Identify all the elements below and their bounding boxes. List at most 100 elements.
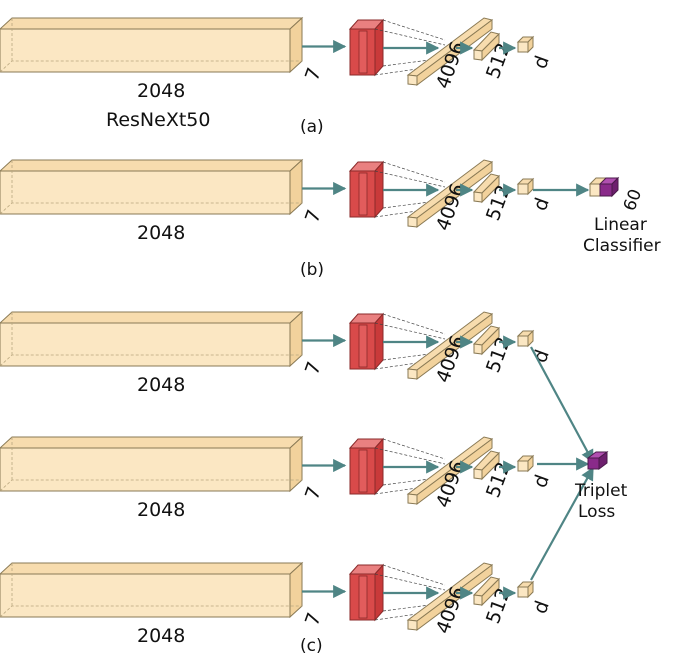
feature-block-c2 [0,435,304,493]
feature-block-c2-front-face [0,447,291,492]
feature-block-c3-top-face [0,562,304,575]
proj-dash-2-a [374,64,446,76]
feature-block-b-top-face [0,159,304,172]
embedding-cube-c1 [516,329,535,348]
pool-block-a-side-face [374,18,384,77]
fc2-front-b [473,191,483,203]
feature-block-hidden-edge2-c2 [0,479,302,492]
feature-block-c2-top-face [0,436,304,449]
fc2-block-c3 [472,576,500,607]
proj-dash-2-c2 [374,483,446,495]
label-7-c3: 7 [301,610,326,629]
proj-dash-4-b [374,170,446,188]
label-7-a: 7 [301,65,326,84]
feature-block-c1-front-face [0,322,291,367]
panel-label-a: (a) [300,117,324,137]
pool-block-inner-a [358,30,368,74]
proj-dash-4-c3 [374,573,446,591]
linear-label: Linear [594,215,647,235]
pool-block-inner-c3 [358,575,368,619]
label-2048-a: 2048 [137,80,185,102]
fc1-front-c2 [407,493,418,505]
proj-dash-2-c1 [374,358,446,370]
label-d-c2: d [529,472,554,491]
panel-label-b: (b) [300,260,324,280]
pool-block-inner-c1 [358,324,368,368]
feature-block-hidden-edge2-b [0,202,302,215]
emb-front-a [517,41,529,53]
label-7-b: 7 [301,207,326,226]
label-2048-c2: 2048 [137,499,185,521]
label-d-a: d [529,53,554,72]
pool-block-b-side-face [374,160,384,219]
fc1-block-c2 [406,436,494,505]
embedding-cube-a [516,35,535,54]
label-2048-c3: 2048 [137,625,185,647]
feature-block-c1-top-face [0,311,304,324]
emb-front-b [517,183,529,195]
proj-dash-1-a [382,19,446,41]
proj-dash-4-c2 [374,447,446,465]
fc2-block-b [472,173,500,204]
fc2-front-c3 [473,594,483,606]
triplet-loss-label-line2: Loss [578,502,615,522]
label-2048-b: 2048 [137,222,185,244]
proj-dash-2-b [374,206,446,218]
embedding-cube-c2 [516,454,535,473]
fc2-front-c2 [473,468,483,480]
label-2048-c1: 2048 [137,374,185,396]
feature-block-c3-front-face [0,573,291,618]
arrow-emb1-to-triplet [530,346,594,464]
feature-block-hidden-edge2-c1 [0,354,302,367]
feature-block-hidden-edge2-c3 [0,605,302,618]
arrow-emb3-to-triplet [530,466,594,581]
pool-block-c2-side-face [374,437,384,496]
fc1-front-a [407,74,418,86]
feature-block-b [0,158,304,216]
classifier-cube2-front [599,183,613,197]
emb-front-c1 [517,335,529,347]
proj-dash-1-b [382,161,446,183]
fc1-block-b [406,159,494,228]
triplet-connectors [530,346,594,581]
fc1-front-b [407,216,418,228]
fc2-block-c2 [472,450,500,481]
fc1-block-c3 [406,562,494,631]
embedding-cube-b [516,177,535,196]
embedding-cube-c3 [516,580,535,599]
proj-dash-1-c1 [382,313,446,335]
pool-block-inner-c2 [358,449,368,493]
triplet-loss-cube [586,451,609,470]
pool-block-c1-side-face [374,312,384,371]
feature-block-a-top-face [0,17,304,30]
fc1-front-c1 [407,368,418,380]
resnext50-label: ResNeXt50 [106,109,210,131]
fc1-block-a [406,17,494,86]
emb-front-c3 [517,586,529,598]
fc2-block-c1 [472,325,500,356]
feature-block-hidden-edge2-a [0,60,302,73]
pool-block-c3-side-face [374,563,384,622]
fc1-block-c1 [406,311,494,380]
fc2-front-c1 [473,343,483,355]
label-d-c3: d [529,598,554,617]
feature-block-c1 [0,310,304,368]
proj-dash-4-c1 [374,322,446,340]
pool-block-inner-b [358,172,368,216]
fc1-front-c3 [407,619,418,631]
fc2-front-a [473,49,483,61]
proj-dash-4-a [374,28,446,46]
proj-dash-1-c2 [382,438,446,460]
feature-block-a [0,16,304,74]
emb-front-c2 [517,460,529,472]
label-7-c2: 7 [301,484,326,503]
label-7-c1: 7 [301,359,326,378]
feature-block-b-front-face [0,170,291,215]
proj-dash-2-c3 [374,609,446,621]
